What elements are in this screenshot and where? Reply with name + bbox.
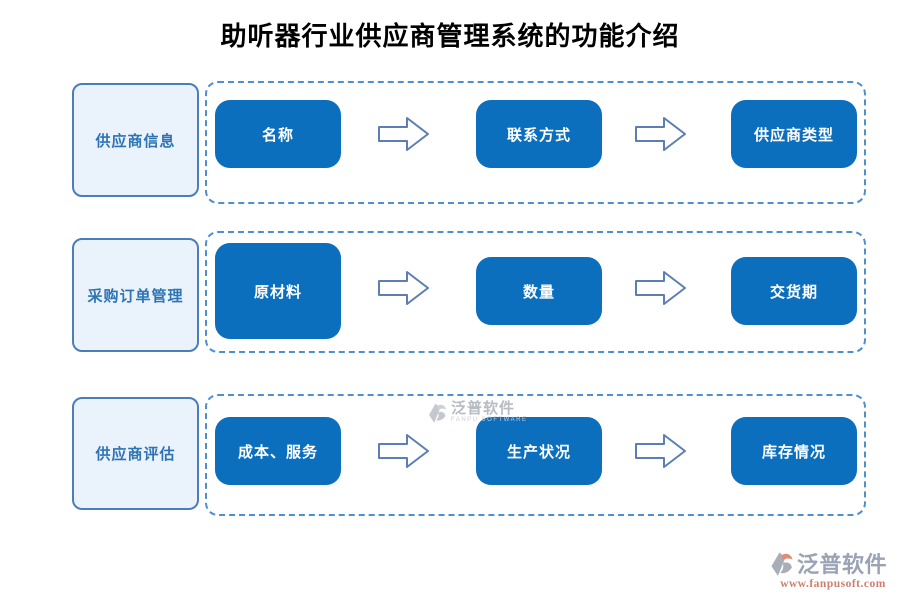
flow-group-purchase-order: 原材料 数量 交货期: [205, 231, 866, 353]
flow-arrow-icon: [378, 434, 429, 468]
flow-step-supplier-type: 供应商类型: [731, 100, 857, 168]
flow-step-name: 名称: [215, 100, 341, 168]
footer-logo: 泛普软件 www.fanpusoft.com: [769, 549, 897, 590]
flow-arrow-icon: [635, 117, 686, 151]
watermark: 泛普软件 FANPU SOFTWARE: [427, 400, 527, 427]
flow-arrow-icon: [378, 117, 429, 151]
fanpu-logo-icon: [771, 552, 793, 576]
flow-step-contact: 联系方式: [476, 100, 602, 168]
flow-group-supplier-evaluation: 成本、服务 生产状况 库存情况: [205, 394, 866, 516]
flow-step-delivery-date: 交货期: [731, 257, 857, 325]
flow-step-production-status: 生产状况: [476, 417, 602, 485]
flow-arrow-icon: [635, 434, 686, 468]
flow-group-supplier-info: 名称 联系方式 供应商类型: [205, 81, 866, 204]
flow-arrow-icon: [635, 271, 686, 305]
flow-step-inventory-status: 库存情况: [731, 417, 857, 485]
row-label-supplier-evaluation: 供应商评估: [72, 397, 199, 510]
footer-brand-text: 泛普软件: [797, 551, 888, 577]
flow-step-raw-material: 原材料: [215, 243, 341, 339]
page-title: 助听器行业供应商管理系统的功能介绍: [220, 22, 680, 51]
fanpu-logo-icon: [428, 403, 447, 423]
flow-step-quantity: 数量: [476, 257, 602, 325]
footer-website-url: www.fanpusoft.com: [780, 578, 886, 590]
flow-arrow-icon: [378, 271, 429, 305]
flow-step-cost-service: 成本、服务: [215, 417, 341, 485]
watermark-subtitle: FANPU SOFTWARE: [451, 417, 528, 423]
row-label-purchase-order: 采购订单管理: [72, 238, 199, 352]
watermark-brand: 泛普软件: [451, 400, 516, 417]
row-label-supplier-info: 供应商信息: [72, 83, 199, 197]
